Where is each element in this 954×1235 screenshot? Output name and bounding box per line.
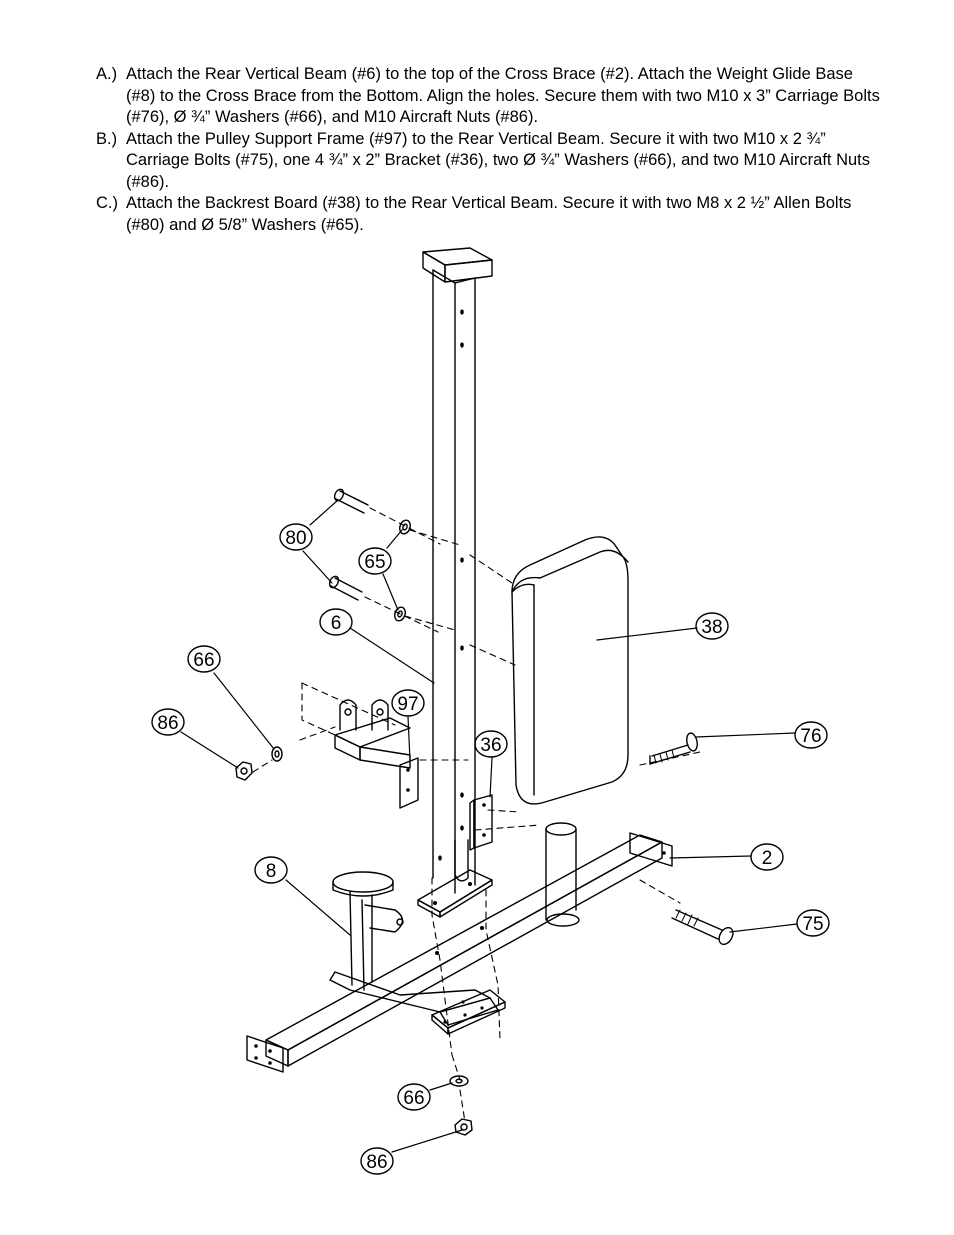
step-text: Attach the Backrest Board (#38) to the R… <box>126 194 852 234</box>
step-b: B.) Attach the Pulley Support Frame (#97… <box>96 129 886 194</box>
pulley-support-frame <box>334 699 419 809</box>
step-text: Attach the Pulley Support Frame (#97) to… <box>126 129 871 191</box>
callout-36: 36 <box>474 730 508 758</box>
allen-bolt-upper <box>333 488 369 514</box>
callout-6: 6 <box>319 608 353 636</box>
callout-label: 86 <box>157 713 178 734</box>
callout-86-upper: 86 <box>151 708 185 736</box>
callout-97: 97 <box>391 689 425 717</box>
step-letter: A.) <box>96 65 118 83</box>
callout-label: 38 <box>701 617 722 638</box>
callout-label: 66 <box>403 1088 424 1109</box>
washer-66-bottom <box>449 1075 469 1087</box>
assembly-instructions: A.) Attach the Rear Vertical Beam (#6) t… <box>96 64 886 236</box>
callout-86-lower: 86 <box>360 1147 394 1175</box>
callout-66-upper: 66 <box>187 645 221 673</box>
washer-65-upper <box>399 519 411 535</box>
step-letter: C.) <box>96 194 118 212</box>
nut-86-left <box>235 761 253 781</box>
callout-75: 75 <box>796 909 830 937</box>
callout-label: 6 <box>331 613 342 634</box>
callout-label: 86 <box>366 1152 387 1173</box>
callout-76: 76 <box>794 721 828 749</box>
callout-38: 38 <box>695 612 729 640</box>
callout-label: 65 <box>364 552 385 573</box>
weight-glide-base <box>329 871 506 1035</box>
carriage-bolt-76 <box>649 732 698 765</box>
callout-2: 2 <box>750 843 784 871</box>
callout-65: 65 <box>358 547 392 575</box>
washer-65-lower <box>394 606 406 622</box>
weight-post <box>545 822 580 927</box>
callout-label: 80 <box>285 528 306 549</box>
callout-label: 2 <box>762 848 773 869</box>
step-c: C.) Attach the Backrest Board (#38) to t… <box>96 193 886 236</box>
callout-66-lower: 66 <box>397 1083 431 1111</box>
step-letter: B.) <box>96 129 118 148</box>
callout-80: 80 <box>279 523 313 551</box>
step-text: Attach the Rear Vertical Beam (#6) to th… <box>126 65 880 126</box>
callout-label: 97 <box>397 694 418 715</box>
callout-label: 75 <box>802 914 823 935</box>
bracket-36 <box>469 794 493 851</box>
allen-bolt-lower <box>328 575 363 601</box>
callout-leaders <box>180 499 798 1153</box>
step-a: A.) Attach the Rear Vertical Beam (#6) t… <box>96 64 886 129</box>
callout-label: 66 <box>193 650 214 671</box>
carriage-bolt-75 <box>671 909 734 946</box>
callout-label: 76 <box>800 726 821 747</box>
callout-8: 8 <box>254 856 288 884</box>
washer-66-left <box>271 746 283 762</box>
backrest-board <box>511 536 629 805</box>
callout-label: 36 <box>480 735 501 756</box>
nut-86-bottom <box>454 1118 473 1136</box>
assembly-guide-lines <box>252 507 701 1123</box>
rear-vertical-beam <box>417 247 493 918</box>
cross-brace <box>246 832 673 1073</box>
callout-label: 8 <box>266 861 277 882</box>
